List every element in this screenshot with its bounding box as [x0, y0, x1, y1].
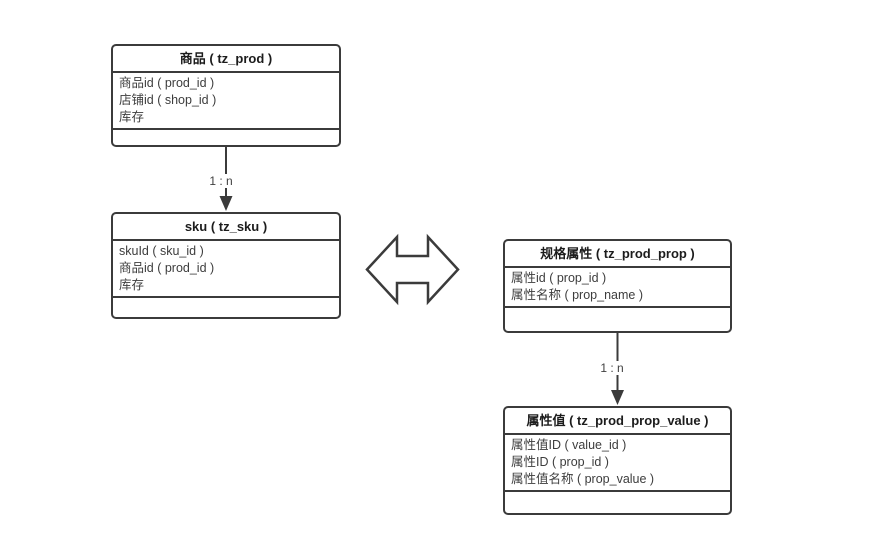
entity-field: 店铺id ( shop_id ) [119, 93, 217, 107]
entity-field: 商品id ( prod_id ) [119, 261, 215, 275]
entity-title: 规格属性 ( tz_prod_prop ) [505, 241, 730, 268]
entity-fields: 商品id ( prod_id ) 店铺id ( shop_id ) 库存 [113, 73, 339, 130]
entity-empty-section [505, 492, 730, 513]
entity-title: 商品 ( tz_prod ) [113, 46, 339, 73]
entity-field: 属性ID ( prop_id ) [511, 455, 609, 469]
entity-fields: skuId ( sku_id ) 商品id ( prod_id ) 库存 [113, 241, 339, 298]
entity-field: 属性名称 ( prop_name ) [511, 288, 643, 302]
entity-empty-section [113, 298, 339, 317]
entity-field: skuId ( sku_id ) [119, 244, 204, 258]
entity-field: 商品id ( prod_id ) [119, 76, 215, 90]
relation-label-prod-sku: 1 : n [207, 174, 235, 188]
entity-field: 属性值ID ( value_id ) [511, 438, 627, 452]
entity-field: 库存 [119, 110, 145, 124]
entity-fields: 属性id ( prop_id ) 属性名称 ( prop_name ) [505, 268, 730, 308]
entity-field: 库存 [119, 278, 145, 292]
entity-table-prod: 商品 ( tz_prod ) 商品id ( prod_id ) 店铺id ( s… [111, 44, 341, 147]
entity-fields: 属性值ID ( value_id ) 属性ID ( prop_id ) 属性值名… [505, 435, 730, 492]
entity-empty-section [113, 130, 339, 145]
relation-label-prop-propvalue: 1 : n [598, 361, 626, 375]
entity-field: 属性id ( prop_id ) [511, 271, 607, 285]
entity-table-prod-prop-value: 属性值 ( tz_prod_prop_value ) 属性值ID ( value… [503, 406, 732, 515]
double-arrow-connector-icon [365, 233, 460, 306]
entity-table-prod-prop: 规格属性 ( tz_prod_prop ) 属性id ( prop_id ) 属… [503, 239, 732, 333]
relation-arrow-prod-to-sku [219, 147, 233, 211]
entity-empty-section [505, 308, 730, 331]
entity-field: 属性值名称 ( prop_value ) [511, 472, 655, 486]
entity-table-sku: sku ( tz_sku ) skuId ( sku_id ) 商品id ( p… [111, 212, 341, 319]
entity-title: 属性值 ( tz_prod_prop_value ) [505, 408, 730, 435]
entity-title: sku ( tz_sku ) [113, 214, 339, 241]
